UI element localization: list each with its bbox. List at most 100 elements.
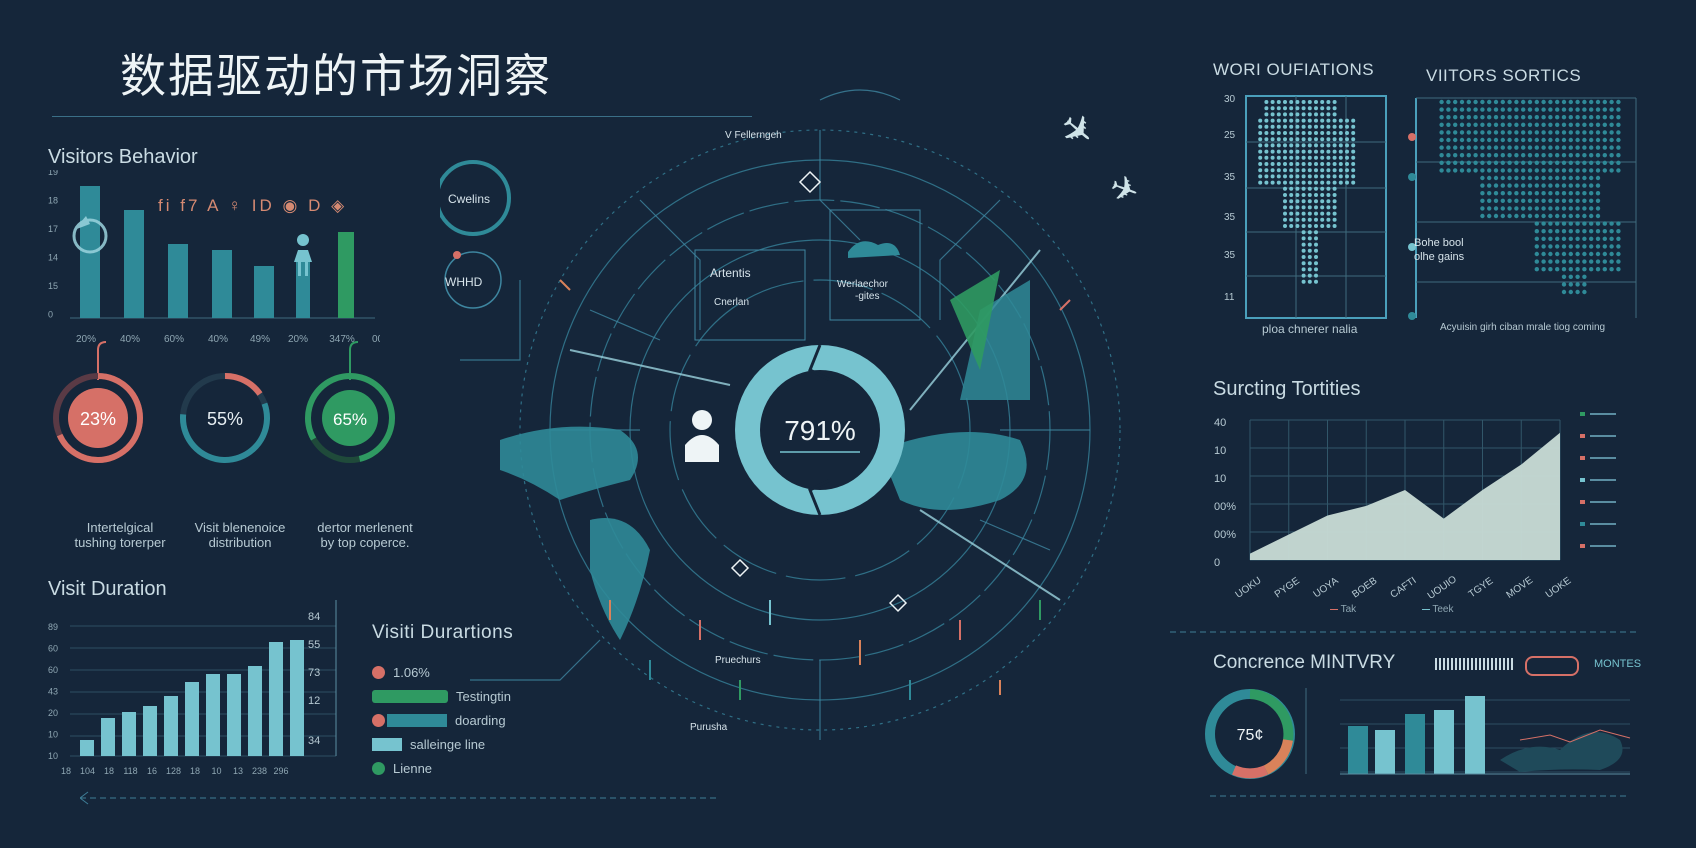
map-dot xyxy=(1589,244,1594,249)
map-dot xyxy=(1289,224,1294,228)
map-dot xyxy=(1307,174,1312,179)
vd-y-tick: 10 xyxy=(48,751,58,761)
area-series xyxy=(1250,432,1560,560)
map-dot xyxy=(1473,137,1478,143)
map-dot xyxy=(1582,183,1587,188)
map-dot xyxy=(1507,160,1512,165)
map-dot xyxy=(1320,217,1325,222)
map-dot xyxy=(1459,153,1465,158)
map-dot xyxy=(1616,168,1621,173)
map-dot xyxy=(1314,224,1318,228)
map-dot xyxy=(1609,107,1614,112)
map-dot xyxy=(1307,230,1312,235)
map-dot xyxy=(1487,175,1492,181)
concence-divider xyxy=(1170,631,1640,633)
map-dot xyxy=(1514,191,1519,196)
vd-x-tick: 13 xyxy=(233,766,243,776)
map-dot xyxy=(1295,217,1300,222)
map-dot xyxy=(1301,217,1306,222)
side-legend-marker xyxy=(1580,522,1585,526)
map-dot xyxy=(1541,221,1546,226)
map-dot xyxy=(1561,160,1567,165)
map-dot xyxy=(1276,118,1281,123)
map-dot xyxy=(1301,100,1306,104)
map-dot xyxy=(1521,145,1526,150)
map-dot xyxy=(1320,211,1325,216)
map-dot xyxy=(1480,206,1485,211)
map-dot xyxy=(1575,282,1580,287)
map-dot xyxy=(1307,224,1312,228)
map-dot xyxy=(1307,217,1312,222)
map-dot xyxy=(1264,112,1269,117)
map-dot xyxy=(1264,174,1269,179)
st-y-tick: 40 xyxy=(1214,417,1226,429)
map-dot xyxy=(1487,206,1492,211)
map-dot xyxy=(1320,118,1325,123)
donut-row: 23% 55% 65% xyxy=(53,341,395,463)
map-dot xyxy=(1258,143,1263,148)
map-dot xyxy=(1568,175,1573,181)
map-dot xyxy=(1314,143,1318,148)
surcting-tortities-title: Surcting Tortities xyxy=(1213,378,1361,400)
map-dot xyxy=(1459,99,1465,105)
map-dot xyxy=(1301,168,1306,173)
map-dot xyxy=(1514,160,1519,165)
map-dot xyxy=(1307,248,1312,253)
vitors-sortics-legend: Bohe bool olhe gains xyxy=(1414,237,1465,263)
map-dot xyxy=(1314,211,1318,216)
map-dot xyxy=(1301,131,1306,135)
map-dot xyxy=(1453,107,1458,112)
map-dot xyxy=(1589,115,1594,120)
map-dot xyxy=(1320,168,1325,173)
pin-icon-2 xyxy=(730,558,750,578)
donut-3-value: 65% xyxy=(333,410,367,429)
map-dot xyxy=(1527,183,1533,188)
map-dot xyxy=(1351,174,1356,179)
map-dot xyxy=(1295,199,1300,204)
label-artentis: Artentis xyxy=(710,266,751,280)
map-dot xyxy=(1555,259,1560,264)
st-y-tick: 00% xyxy=(1214,501,1236,513)
map-dot xyxy=(1548,122,1553,127)
world-oufiations-footer: ploa chnerer nalia xyxy=(1262,322,1358,336)
map-dot xyxy=(1541,115,1546,120)
map-dot xyxy=(1332,193,1337,197)
map-dot xyxy=(1575,198,1580,203)
map-dot xyxy=(1270,137,1275,142)
map-dot xyxy=(1582,221,1587,226)
map-dot xyxy=(1283,118,1287,123)
vb-y-tick: 19 xyxy=(48,170,58,177)
map-dot xyxy=(1480,145,1485,150)
map-dot xyxy=(1534,191,1539,196)
map-dot xyxy=(1307,236,1312,241)
map-dot xyxy=(1602,267,1607,272)
map-dot xyxy=(1507,130,1512,135)
map-dot xyxy=(1582,168,1587,173)
map-dot xyxy=(1283,106,1287,111)
map-dot xyxy=(1534,99,1539,105)
map-dot xyxy=(1589,251,1594,257)
map-dot xyxy=(1602,251,1607,257)
legend-bar-green xyxy=(372,689,448,703)
vd-y-tick: 89 xyxy=(48,622,58,632)
map-dot xyxy=(1595,130,1601,135)
map-dot xyxy=(1527,160,1533,165)
map-dot xyxy=(1609,244,1614,249)
map-dot xyxy=(1575,183,1580,188)
map-dot xyxy=(1283,137,1287,142)
map-dot xyxy=(1561,145,1567,150)
center-value: 791% xyxy=(784,415,856,446)
map-dot xyxy=(1301,112,1306,117)
map-dot xyxy=(1541,259,1546,264)
map-dot xyxy=(1609,115,1614,120)
map-dot xyxy=(1582,175,1587,181)
map-dot xyxy=(1270,149,1275,154)
map-dot xyxy=(1314,180,1318,185)
map-dot xyxy=(1473,160,1478,165)
map-dot xyxy=(1548,251,1553,257)
map-dot xyxy=(1616,229,1621,234)
concence-bottom-rule xyxy=(1210,795,1630,797)
map-dot xyxy=(1500,213,1505,219)
map-dot xyxy=(1589,229,1594,234)
map-dot xyxy=(1314,149,1318,154)
